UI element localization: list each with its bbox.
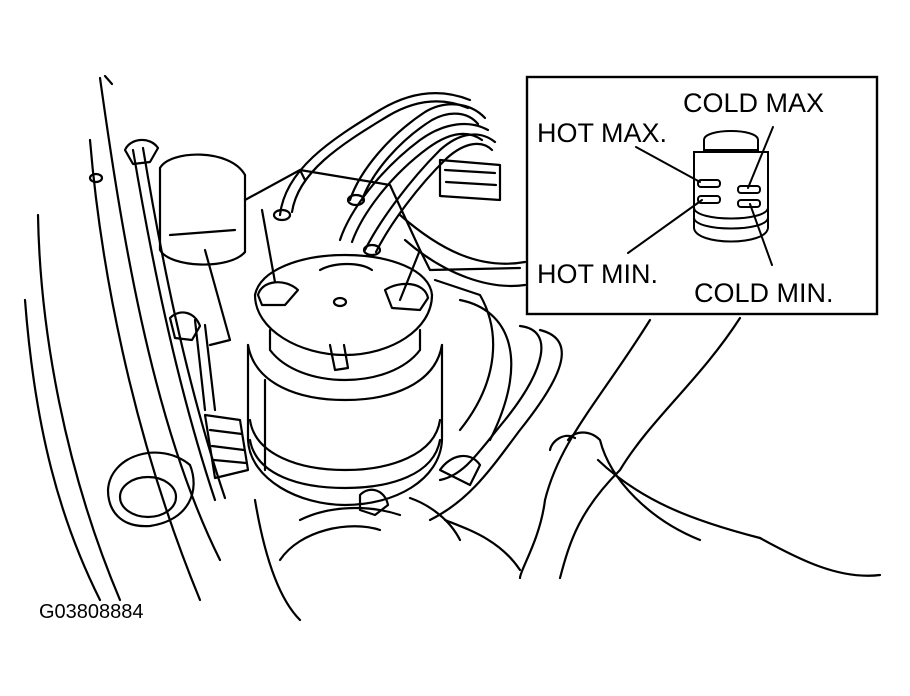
cold-min-mark — [737, 199, 761, 208]
hot-min-mark — [697, 195, 721, 204]
right-bodywork — [443, 316, 882, 580]
fender-edge-lines — [23, 74, 222, 602]
cold-max-leader — [747, 126, 774, 189]
return-hose — [398, 213, 563, 522]
cold-min-label: COLD MIN. — [694, 278, 834, 308]
reservoir-body — [246, 343, 444, 507]
figure-id: G03808884 — [39, 601, 144, 623]
hot-min-label: HOT MIN. — [537, 259, 658, 289]
cold-max-label: COLD MAX — [683, 88, 824, 118]
level-marks-inset: HOT MAX. COLD MAX HOT MIN. COLD MIN. — [525, 75, 879, 316]
rear-cylinder — [158, 153, 247, 347]
pipe-bundle — [272, 92, 502, 257]
body-plug — [106, 451, 195, 528]
inset-reservoir — [703, 130, 759, 151]
hot-min-leader — [627, 199, 703, 254]
lower-hoses — [253, 454, 482, 622]
hot-max-mark — [697, 179, 721, 188]
wire-connector — [193, 318, 250, 480]
cold-min-leader — [749, 203, 773, 266]
hot-max-leader — [635, 146, 701, 183]
reservoir-cap — [253, 253, 434, 382]
mounting-bracket — [243, 168, 422, 302]
hot-max-label: HOT MAX. — [537, 118, 667, 148]
